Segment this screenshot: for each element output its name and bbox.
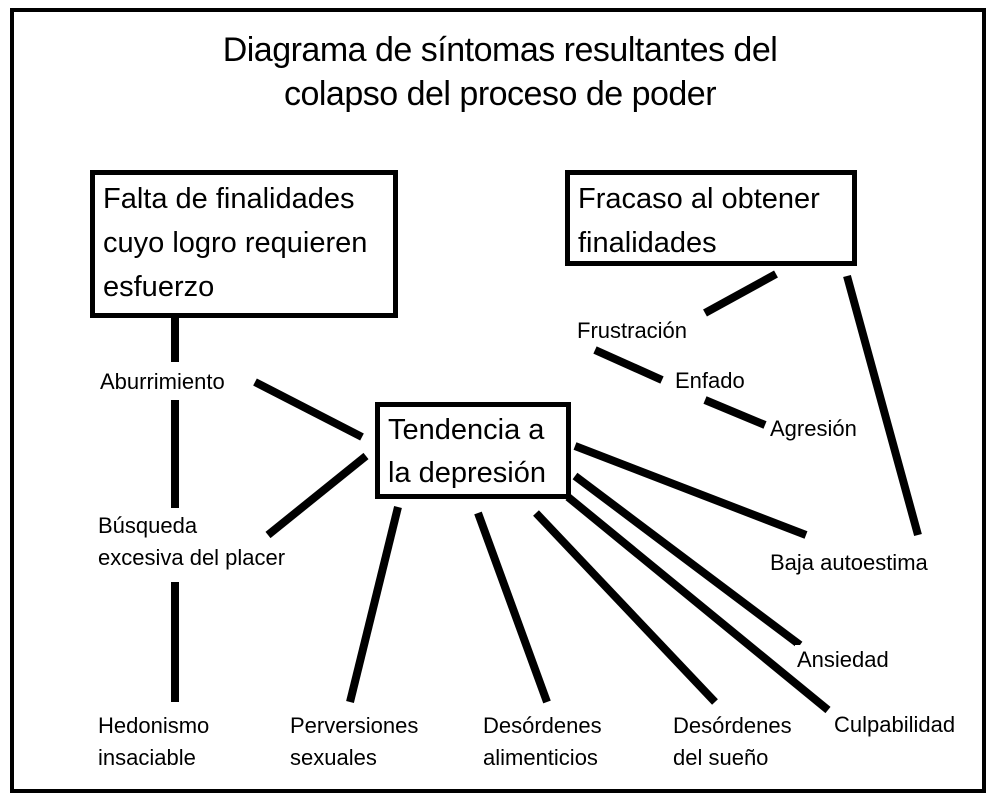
label-baja-autoestima: Baja autoestima xyxy=(768,548,930,578)
line-tendencia-alimenticios xyxy=(474,511,551,704)
diagram-title: Diagrama de síntomas resultantes del col… xyxy=(180,28,820,116)
box-fracaso-finalidades: Fracaso al obtener finalidades xyxy=(565,170,857,266)
box-falta-line-2: cuyo logro requieren xyxy=(103,227,368,259)
label-busqueda-line-1: Búsqueda xyxy=(98,513,198,538)
label-alimenticios-line-1: Desórdenes xyxy=(483,713,602,738)
label-perversiones-line-2: sexuales xyxy=(290,745,377,770)
label-ansiedad: Ansiedad xyxy=(795,645,891,675)
label-aburrimiento: Aburrimiento xyxy=(98,367,227,397)
box-falta-line-3: esfuerzo xyxy=(103,271,215,303)
label-sueno-line-1: Desórdenes xyxy=(673,713,792,738)
label-sueno-line-2: del sueño xyxy=(673,745,769,770)
label-culpabilidad: Culpabilidad xyxy=(832,710,958,740)
label-agresion: Agresión xyxy=(768,414,859,444)
line-tendencia-perversiones xyxy=(346,506,402,703)
label-desordenes-alimenticios: Desórdenes alimenticios xyxy=(483,710,602,774)
diagram-frame xyxy=(10,8,986,793)
line-aburrimiento-tendencia xyxy=(253,378,364,441)
line-fracaso-frustracion xyxy=(703,270,778,317)
label-perversiones-sexuales: Perversiones sexuales xyxy=(290,710,418,774)
box-fracaso-line-2: finalidades xyxy=(578,227,717,259)
label-enfado: Enfado xyxy=(673,366,747,396)
line-busqueda-tendencia xyxy=(265,452,369,539)
title-line-1: Diagrama de síntomas resultantes del xyxy=(222,31,778,69)
label-hedonismo-insaciable: Hedonismo insaciable xyxy=(98,710,209,774)
line-tendencia-baja-autoestima xyxy=(573,442,808,539)
label-alimenticios-line-2: alimenticios xyxy=(483,745,598,770)
line-fracaso-baja-autoestima xyxy=(843,274,922,537)
line-enfado-agresion xyxy=(703,396,767,429)
line-tendencia-sueno xyxy=(533,510,718,705)
label-hedonismo-line-1: Hedonismo xyxy=(98,713,210,738)
label-desordenes-sueno: Desórdenes del sueño xyxy=(673,710,792,774)
label-busqueda-placer: Búsqueda excesiva del placer xyxy=(98,510,285,574)
label-frustracion: Frustración xyxy=(575,316,690,346)
label-busqueda-line-2: excesiva del placer xyxy=(98,545,286,570)
box-tendencia-line-1: Tendencia a xyxy=(388,414,545,446)
box-falta-line-1: Falta de finalidades xyxy=(103,183,355,215)
label-perversiones-line-1: Perversiones xyxy=(290,713,419,738)
label-hedonismo-line-2: insaciable xyxy=(98,745,196,770)
line-tendencia-ansiedad xyxy=(572,472,803,649)
line-tendencia-culpabilidad xyxy=(565,493,831,714)
title-line-2: colapso del proceso de poder xyxy=(283,75,717,113)
line-frustracion-enfado xyxy=(593,346,664,384)
box-tendencia-line-2: la depresión xyxy=(388,457,546,489)
box-tendencia-depresion: Tendencia a la depresión xyxy=(375,402,571,499)
box-falta-finalidades: Falta de finalidades cuyo logro requiere… xyxy=(90,170,398,318)
box-fracaso-line-1: Fracaso al obtener xyxy=(578,183,820,215)
